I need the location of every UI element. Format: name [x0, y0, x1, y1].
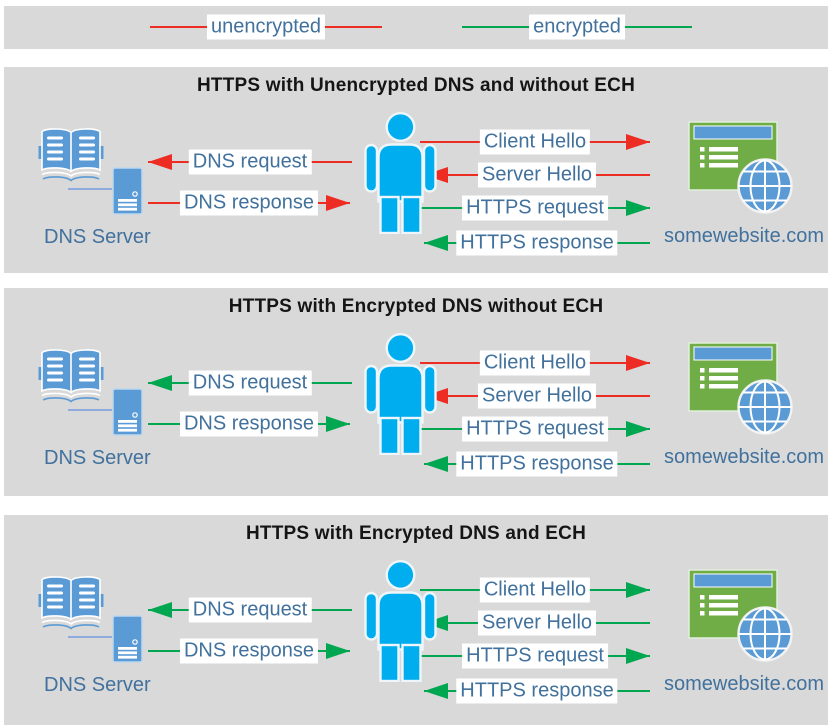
- arrowhead-right-icon: [626, 648, 650, 664]
- server-hello-message: Server Hello: [424, 162, 650, 188]
- arrowhead-right-icon: [626, 200, 650, 216]
- arrowhead-left-icon: [424, 683, 448, 699]
- legend-label: unencrypted: [206, 14, 326, 40]
- client-hello-label: Client Hello: [479, 129, 591, 155]
- dns-response-message: DNS response: [148, 638, 350, 664]
- panel-2: HTTPS with Encrypted DNS without ECH DNS…: [4, 288, 828, 496]
- arrowhead-left-icon: [424, 235, 448, 251]
- client-hello-message: Client Hello: [420, 350, 650, 376]
- dns-server-label: DNS Server: [44, 674, 151, 696]
- https-response-label: HTTPS response: [456, 230, 618, 256]
- https-request-message: HTTPS request: [420, 643, 650, 669]
- arrowhead-right-icon: [326, 416, 350, 432]
- arrowhead-left-icon: [148, 375, 172, 391]
- book-server-connector: [68, 409, 112, 411]
- panel-1: HTTPS with Unencrypted DNS and without E…: [4, 67, 828, 273]
- client-hello-message: Client Hello: [420, 129, 650, 155]
- dns-server-tower-icon: [112, 615, 143, 663]
- server-hello-message: Server Hello: [424, 610, 650, 636]
- website-label: somewebsite.com: [663, 673, 825, 695]
- user-person-icon: [364, 112, 437, 234]
- dns-request-label: DNS request: [188, 370, 312, 396]
- server-hello-message: Server Hello: [424, 383, 650, 409]
- user-person-icon: [364, 333, 437, 455]
- client-hello-label: Client Hello: [479, 350, 591, 376]
- arrowhead-right-icon: [626, 582, 650, 598]
- https-request-message: HTTPS request: [420, 416, 650, 442]
- user-person-icon: [364, 560, 437, 682]
- arrowhead-right-icon: [626, 355, 650, 371]
- dns-response-message: DNS response: [148, 411, 350, 437]
- panel-title: HTTPS with Unencrypted DNS and without E…: [196, 75, 635, 96]
- arrowhead-right-icon: [326, 643, 350, 659]
- globe-icon: [737, 379, 793, 435]
- https-request-label: HTTPS request: [462, 643, 608, 669]
- website-label: somewebsite.com: [663, 446, 825, 468]
- arrowhead-right-icon: [626, 134, 650, 150]
- legend-label: encrypted: [529, 14, 625, 40]
- book-server-connector: [68, 188, 112, 190]
- client-hello-label: Client Hello: [479, 577, 591, 603]
- arrowhead-right-icon: [626, 421, 650, 437]
- server-hello-label: Server Hello: [477, 162, 597, 188]
- arrowhead-left-icon: [148, 602, 172, 618]
- dns-server-tower-icon: [112, 388, 143, 436]
- arrowhead-right-icon: [326, 195, 350, 211]
- book-server-connector: [68, 636, 112, 638]
- legend-item-encrypted: encrypted: [462, 14, 692, 40]
- dns-request-label: DNS request: [188, 149, 312, 175]
- dns-response-label: DNS response: [179, 411, 319, 437]
- dns-request-message: DNS request: [148, 597, 352, 623]
- dns-book-icon: [38, 576, 104, 630]
- https-request-label: HTTPS request: [462, 416, 608, 442]
- dns-server-label: DNS Server: [44, 226, 151, 248]
- dns-request-message: DNS request: [148, 370, 352, 396]
- dns-book-icon: [38, 128, 104, 182]
- globe-icon: [737, 606, 793, 662]
- legend-item-unencrypted: unencrypted: [150, 14, 382, 40]
- dns-response-message: DNS response: [148, 190, 350, 216]
- https-response-message: HTTPS response: [424, 451, 650, 477]
- https-response-message: HTTPS response: [424, 230, 650, 256]
- https-response-message: HTTPS response: [424, 678, 650, 704]
- panel-title: HTTPS with Encrypted DNS without ECH: [228, 296, 604, 317]
- dns-response-label: DNS response: [179, 190, 319, 216]
- dns-server-tower-icon: [112, 167, 143, 215]
- globe-icon: [737, 158, 793, 214]
- https-response-label: HTTPS response: [456, 678, 618, 704]
- client-hello-message: Client Hello: [420, 577, 650, 603]
- https-request-label: HTTPS request: [462, 195, 608, 221]
- dns-server-label: DNS Server: [44, 447, 151, 469]
- panel-3: HTTPS with Encrypted DNS and ECH DNS req…: [4, 515, 828, 725]
- legend-bar: unencrypted encrypted: [4, 6, 828, 49]
- website-label: somewebsite.com: [663, 225, 825, 247]
- https-request-message: HTTPS request: [420, 195, 650, 221]
- dns-request-message: DNS request: [148, 149, 352, 175]
- https-response-label: HTTPS response: [456, 451, 618, 477]
- arrowhead-left-icon: [148, 154, 172, 170]
- dns-book-icon: [38, 349, 104, 403]
- dns-request-label: DNS request: [188, 597, 312, 623]
- server-hello-label: Server Hello: [477, 383, 597, 409]
- arrowhead-left-icon: [424, 456, 448, 472]
- panel-title: HTTPS with Encrypted DNS and ECH: [246, 523, 586, 544]
- server-hello-label: Server Hello: [477, 610, 597, 636]
- dns-response-label: DNS response: [179, 638, 319, 664]
